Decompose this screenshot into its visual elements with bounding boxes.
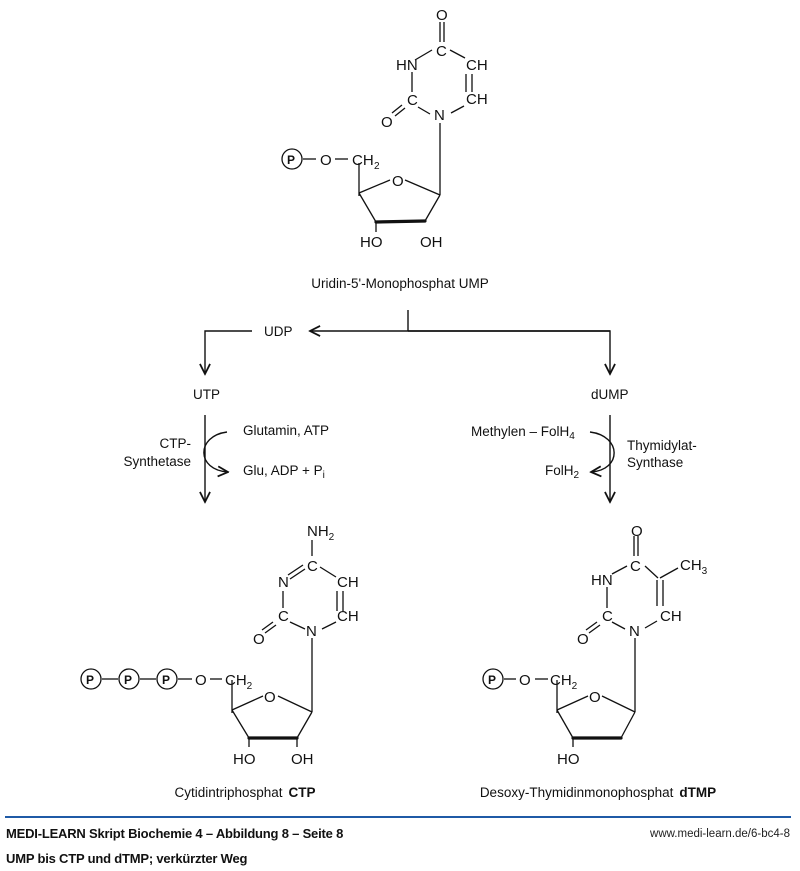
ctp-atom-o5: O <box>195 672 207 689</box>
right-substrate-label: Methylen – FolH4 <box>471 424 575 442</box>
ctp-atom-c2: C <box>278 608 289 625</box>
ump-atom-c4: C <box>436 43 447 60</box>
ump-atom-oh: OH <box>420 234 443 251</box>
ctp-atom-o2: O <box>253 631 265 648</box>
footer-subtitle: UMP bis CTP und dTMP; verkürzter Weg <box>6 851 248 866</box>
ump-phosphate-label: P <box>287 153 295 167</box>
ctp-phosphate-1: P <box>86 673 94 687</box>
ump-atom-ch2-sub: 2 <box>374 161 380 172</box>
ump-name: Uridin-5'-Monophosphat UMP <box>311 276 488 291</box>
dtmp-atom-n1: N <box>629 623 640 640</box>
dtmp-structure <box>482 536 679 747</box>
ctp-structure <box>80 540 344 747</box>
dtmp-atom-ho: HO <box>557 751 580 768</box>
ump-atom-ho: HO <box>360 234 383 251</box>
dtmp-atom-c2: C <box>602 608 613 625</box>
phosphate-circle <box>80 668 102 690</box>
ctp-phosphate-2: P <box>124 673 132 687</box>
ump-atom-o5: O <box>320 152 332 169</box>
branch-arrows <box>204 310 614 502</box>
phosphate-circle <box>118 668 140 690</box>
ump-atom-o: O <box>436 7 448 24</box>
pathway-diagram: O C HN CH C N CH O P O CH 2 O HO OH Urid… <box>80 7 716 800</box>
thymidylat-synthase-label-1: Thymidylat- <box>627 438 697 453</box>
ump-atom-ch5: CH <box>466 57 488 74</box>
ump-ring-o: O <box>392 173 404 190</box>
footer-divider <box>5 816 791 818</box>
ump-atom-o2: O <box>381 114 393 131</box>
ctp-atom-ch6: CH <box>337 608 359 625</box>
ctp-synthetase-label-2: Synthetase <box>123 454 191 469</box>
dtmp-phosphate-label: P <box>488 673 496 687</box>
dtmp-atom-c4: C <box>630 558 641 575</box>
ctp-atom-c4: C <box>307 558 318 575</box>
phosphate-circle <box>281 148 303 170</box>
ctp-atom-nh2: NH2 <box>307 523 335 543</box>
dtmp-atom-ch3: CH3 <box>680 557 708 577</box>
dump-label: dUMP <box>591 387 629 402</box>
phosphate-circle <box>482 668 504 690</box>
ump-structure <box>281 22 473 232</box>
left-substrate-label: Glutamin, ATP <box>243 423 329 438</box>
phosphate-circle <box>156 668 178 690</box>
ump-atom-n1: N <box>434 107 445 124</box>
ctp-atom-ch5: CH <box>337 574 359 591</box>
ctp-phosphate-3: P <box>162 673 170 687</box>
dtmp-atom-o5: O <box>519 672 531 689</box>
ctp-synthetase-label-1: CTP- <box>160 436 192 451</box>
footer-title: MEDI-LEARN Skript Biochemie 4 – Abbildun… <box>6 826 344 841</box>
footer-url-link[interactable]: www.medi-learn.de/6-bc4-8 <box>650 828 790 840</box>
dtmp-atom-ch6: CH <box>660 608 682 625</box>
ctp-ring-o: O <box>264 689 276 706</box>
dtmp-atom-o2: O <box>577 631 589 648</box>
ump-atom-ch6: CH <box>466 91 488 108</box>
thymidylat-synthase-label-2: Synthase <box>627 455 683 470</box>
ctp-atom-n3: N <box>278 574 289 591</box>
ump-atom-ch2: CH <box>352 152 374 169</box>
dtmp-atom-o: O <box>631 523 643 540</box>
ump-atom-hn: HN <box>396 57 418 74</box>
dtmp-atom-ch2: CH2 <box>550 672 578 692</box>
ctp-atom-oh: OH <box>291 751 314 768</box>
dtmp-ring-o: O <box>589 689 601 706</box>
ctp-atom-ho: HO <box>233 751 256 768</box>
ctp-atom-n1: N <box>306 623 317 640</box>
utp-label: UTP <box>193 387 220 402</box>
dtmp-atom-hn: HN <box>591 572 613 589</box>
right-product-label: FolH2 <box>545 463 580 481</box>
udp-label: UDP <box>264 324 293 339</box>
ctp-atom-ch2: CH2 <box>225 672 253 692</box>
ump-atom-c2: C <box>407 92 418 109</box>
left-products-label: Glu, ADP + Pi <box>243 463 325 481</box>
